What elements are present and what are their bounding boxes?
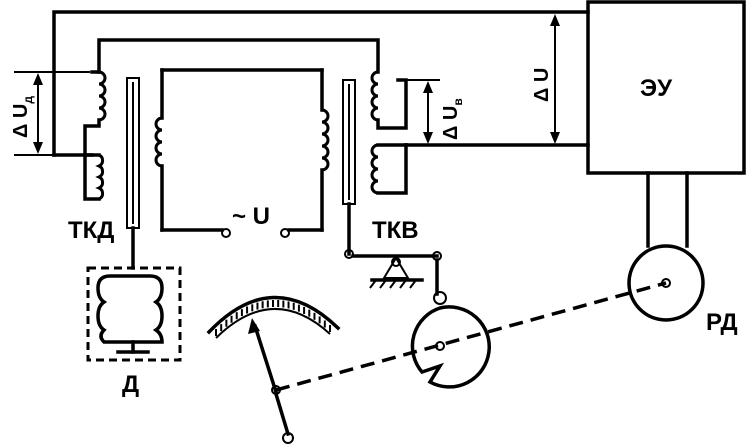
delta-u-d-label: Δ Uд bbox=[10, 96, 35, 138]
eu-block bbox=[586, 0, 746, 175]
cam-disc bbox=[410, 305, 491, 389]
series-link-wire bbox=[97, 38, 380, 74]
eu-label: ЭУ bbox=[640, 75, 673, 102]
rd-label: РД bbox=[706, 309, 738, 336]
tkv-label: ТКВ bbox=[372, 217, 419, 244]
d-label: Д bbox=[122, 371, 139, 398]
d-sensor bbox=[86, 266, 182, 362]
delta-u-v-label: Δ Uв bbox=[440, 98, 465, 140]
supply-label: ~ U bbox=[232, 203, 270, 230]
tkv-transducer bbox=[342, 70, 408, 259]
delta-u-indicator: Δ U bbox=[531, 14, 560, 144]
delta-u-d-indicator: Δ Uд bbox=[10, 71, 90, 156]
outer-signal-wire bbox=[52, 10, 590, 157]
delta-u-label: Δ U bbox=[531, 68, 553, 102]
mechanical-linkage bbox=[275, 281, 667, 392]
rd-motor bbox=[627, 171, 705, 322]
supply-transformer bbox=[154, 68, 330, 238]
indicator-pointer bbox=[248, 318, 294, 444]
tkd-transducer bbox=[83, 70, 140, 270]
delta-u-v-indicator: Δ Uв bbox=[398, 79, 465, 146]
tkv-pivot-linkage bbox=[351, 251, 447, 305]
indicator-scale bbox=[206, 295, 341, 339]
tkd-label: ТКД bbox=[68, 217, 114, 244]
